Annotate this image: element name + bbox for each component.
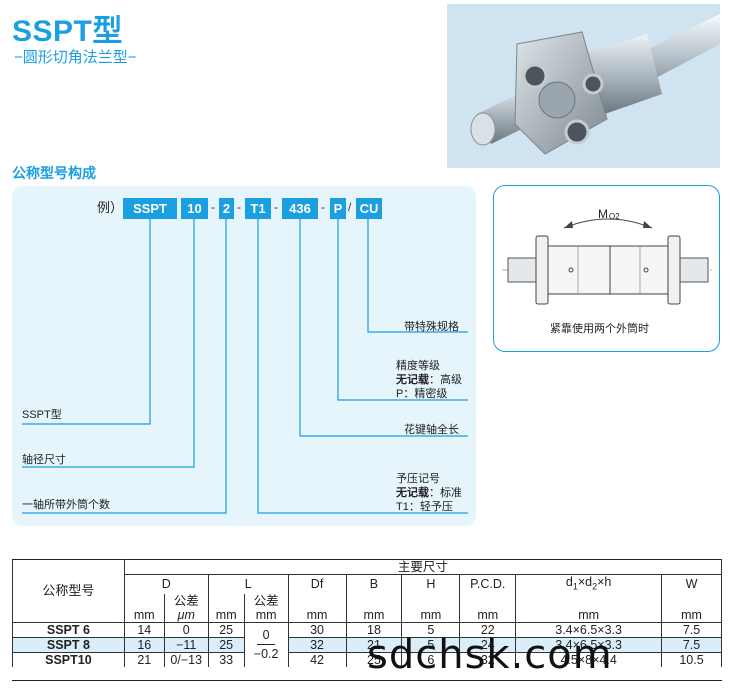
- unit-mm: mm: [515, 607, 663, 622]
- code-part-count: 2: [219, 198, 234, 219]
- table-row: SSPT10 21 0/−13 33 42 25 6 32 4.5×8×4.4 …: [12, 651, 722, 667]
- table-row: SSPT 8 16 −11 25 32 21 5 24 3.4×6.5×3.3 …: [12, 636, 722, 652]
- code-separator: -: [321, 200, 325, 214]
- code-separator: -: [237, 200, 241, 214]
- main-dims-header: 主要尺寸: [123, 559, 723, 575]
- label-length: 花键轴全长: [404, 424, 459, 436]
- spec-table: 公称型号 主要尺寸 D L Df B H P.C.D. d1×d2×h W 公差…: [12, 559, 723, 667]
- col-D-header: D: [123, 574, 209, 594]
- col-W-header: W: [661, 574, 722, 594]
- example-prefix: 例）: [97, 200, 124, 215]
- moment-label: M: [598, 207, 608, 221]
- unit-mm: mm: [287, 607, 347, 622]
- moment-sub: O2: [609, 212, 620, 221]
- code-part-type: SSPT: [123, 198, 177, 219]
- col-L-header: L: [207, 574, 289, 594]
- diagram-caption: 紧靠使用两个外筒时: [550, 323, 649, 335]
- label-preload: 予压记号 无记载：标准 T1：轻予压: [396, 473, 462, 513]
- code-part-special: CU: [356, 198, 382, 219]
- label-type: SSPT型: [22, 409, 62, 421]
- code-part-accuracy: P: [330, 198, 346, 219]
- unit-um: μm: [163, 607, 209, 622]
- section-heading: 公称型号构成: [12, 165, 96, 181]
- unit-mm: mm: [123, 607, 165, 622]
- label-shaft: 轴径尺寸: [22, 454, 66, 466]
- mounting-diagram-panel: M O2: [493, 185, 720, 352]
- unit-mm: mm: [207, 607, 245, 622]
- col-D-tol-header: 公差: [163, 593, 209, 608]
- col-H-header: H: [401, 574, 461, 594]
- code-separator: -: [211, 200, 215, 214]
- table-row: SSPT 6 14 0 25 0−0.2 30 18 5 22 3.4×6.5×…: [12, 621, 722, 667]
- mounting-diagram: M O2: [502, 207, 712, 305]
- col-model-header: 公称型号: [12, 559, 125, 622]
- code-part-preload: T1: [245, 198, 271, 219]
- table-bottom-rule: [12, 680, 722, 681]
- code-separator: /: [348, 200, 352, 214]
- unit-mm: mm: [661, 607, 722, 622]
- product-photo: [447, 4, 720, 168]
- col-PCD-header: P.C.D.: [459, 574, 517, 594]
- col-dh-header: d1×d2×h: [515, 574, 663, 594]
- code-separator: -: [274, 200, 278, 214]
- page-subtitle: −圆形切角法兰型−: [14, 49, 137, 66]
- page-title: SSPT型: [12, 15, 123, 48]
- unit-mm: mm: [401, 607, 461, 622]
- unit-mm: mm: [345, 607, 403, 622]
- col-B-header: B: [345, 574, 403, 594]
- label-special: 带特殊规格: [404, 321, 459, 333]
- L-tolerance: 0−0.2: [243, 621, 289, 667]
- unit-mm: mm: [243, 607, 289, 622]
- label-accuracy: 精度等级 无记载：高级 P：精密级: [396, 360, 462, 400]
- unit-mm: mm: [459, 607, 517, 622]
- code-part-shaft: 10: [181, 198, 208, 219]
- col-Df-header: Df: [287, 574, 347, 594]
- col-L-tol-header: 公差: [243, 593, 289, 608]
- label-count: 一轴所带外筒个数: [22, 499, 110, 511]
- watermark: sdchsk.com: [367, 632, 613, 678]
- code-part-length: 436: [282, 198, 318, 219]
